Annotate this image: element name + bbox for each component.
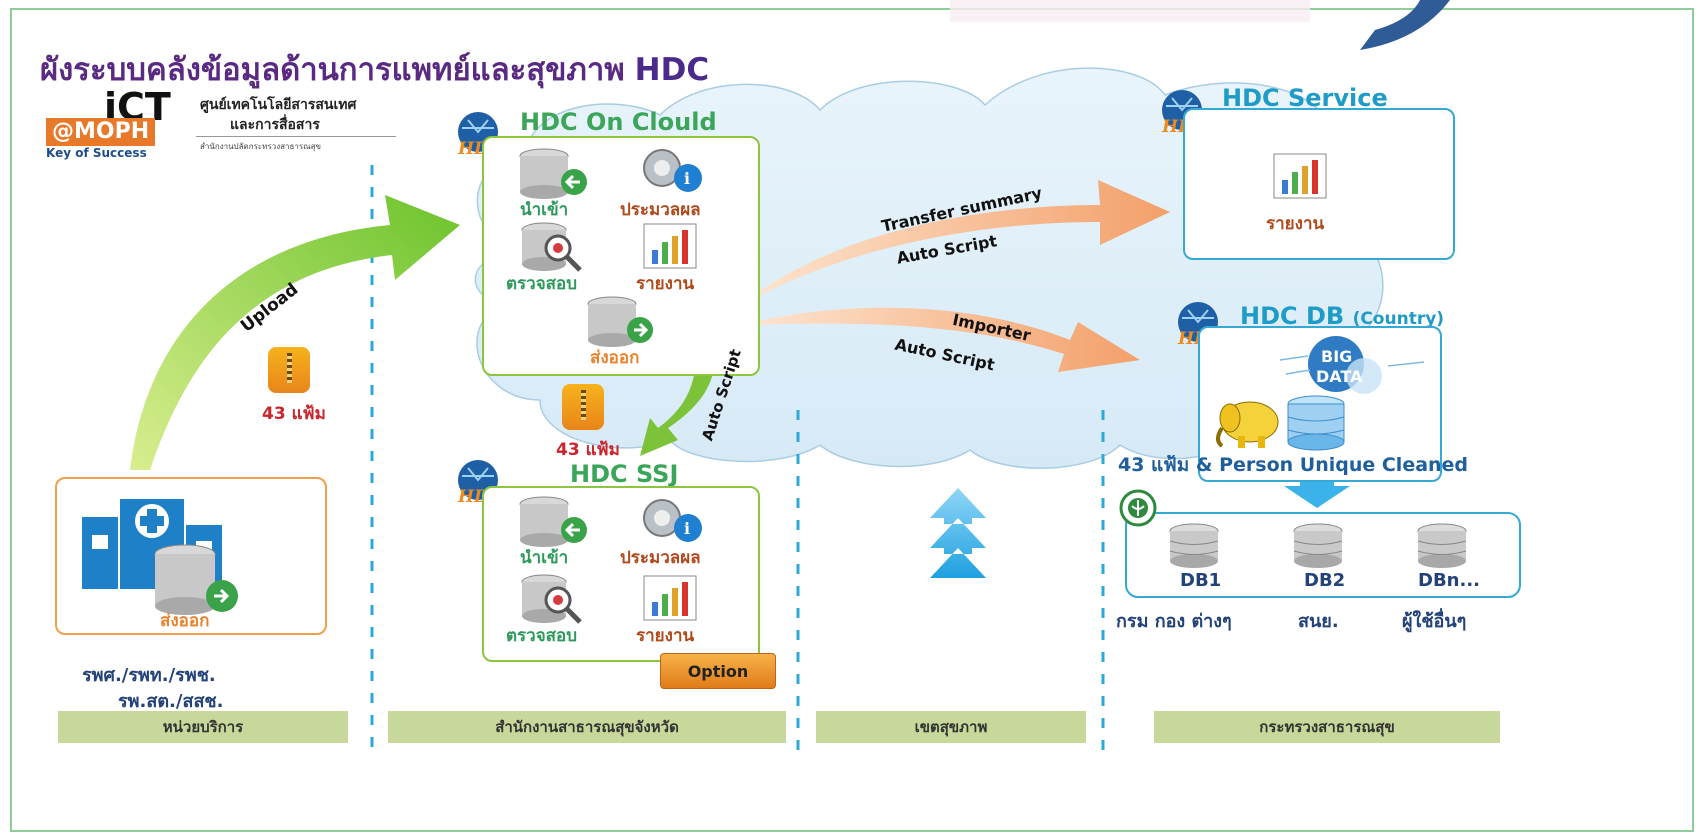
cloud-report-label: รายงาน <box>636 274 695 294</box>
top-decoration-strip <box>950 0 1310 22</box>
unit-caption-line1: รพศ./รพท./รพช. <box>82 665 216 686</box>
footer-health-region: เขตสุขภาพ <box>816 711 1086 743</box>
service-report-icon <box>1273 153 1327 199</box>
hdc-db-title-suffix: (Country) <box>1352 309 1445 329</box>
dbn-icon <box>1417 523 1467 568</box>
cloud-report-icon <box>643 223 697 269</box>
top-right-swoosh <box>1360 0 1450 50</box>
hdc-db-title-text: HDC DB <box>1240 302 1345 330</box>
footer-provincial-office: สำนักงานสาธารณสุขจังหวัด <box>388 711 786 743</box>
big-data-line2: DATA <box>1316 367 1363 386</box>
cloud-import-db-icon <box>519 148 587 199</box>
db1-user: กรม กอง ต่างๆ <box>1116 611 1232 632</box>
ssj-verify-icon <box>521 574 582 624</box>
unit-export-db-icon <box>154 544 238 615</box>
cloud-verify-icon <box>521 222 582 272</box>
svg-text:i: i <box>684 169 690 188</box>
dbn-label: DBn... <box>1418 570 1480 591</box>
ssj-option-button[interactable]: Option <box>660 653 776 689</box>
ssj-report-icon <box>643 575 697 621</box>
unit-caption-line2: รพ.สต./สสช. <box>118 691 224 712</box>
hadoop-elephant-icon <box>1216 401 1279 448</box>
cloud-export-db-icon <box>587 296 653 347</box>
cloud-verify-label: ตรวจสอบ <box>506 274 578 294</box>
diagram-title-text: ผังระบบคลังข้อมูลด้านการแพทย์และสุขภาพ <box>40 52 625 88</box>
db-cylinder-icon <box>1287 395 1345 451</box>
unit-export-label: ส่งออก <box>160 611 210 631</box>
ssj-verify-label: ตรวจสอบ <box>506 626 578 646</box>
hdc-cloud-title: HDC On Clould <box>520 108 717 136</box>
importer-arrow <box>742 307 1140 372</box>
ssj-process-label: ประมวลผล <box>620 548 701 568</box>
footer-service-unit: หน่วยบริการ <box>58 711 348 743</box>
ssj-report-label: รายงาน <box>636 626 695 646</box>
ministry-seal-icon <box>1119 489 1157 527</box>
cloud-import-label: นำเข้า <box>520 200 569 220</box>
org-divider <box>196 136 396 137</box>
ministry-box <box>1125 512 1521 598</box>
db1-label: DB1 <box>1180 570 1222 591</box>
big-data-icon: BIG DATA <box>1279 336 1425 394</box>
org-name-line2: และการสื่อสาร <box>230 117 320 133</box>
dbn-user: ผู้ใช้อื่นๆ <box>1402 611 1467 632</box>
cloud-zip-icon <box>562 384 604 430</box>
ict-moph-logo: iCT @MOPH Key of Success ศูนย์เทคโนโลยีส… <box>46 88 406 168</box>
ssj-import-db-icon <box>519 496 587 547</box>
diagram-title-brand: HDC <box>634 52 710 88</box>
logo-slogan: Key of Success <box>46 146 147 160</box>
service-report-label: รายงาน <box>1266 214 1325 234</box>
svg-text:i: i <box>684 519 690 538</box>
unit-file-label: 43 แฟ้ม <box>262 404 326 424</box>
org-name-line1: ศูนย์เทคโนโลยีสารสนเทศ <box>200 97 357 113</box>
ssj-import-label: นำเข้า <box>520 548 569 568</box>
org-name-line3: สำนักงานปลัดกระทรวงสาธารณสุข <box>200 142 321 151</box>
cloud-process-gear-icon: i <box>643 149 702 192</box>
hdc-ssj-title: HDC SSJ <box>570 460 679 488</box>
ssj-process-gear-icon: i <box>643 499 702 542</box>
db1-icon <box>1169 523 1219 568</box>
cloud-process-label: ประมวลผล <box>620 200 701 220</box>
hdc-service-title: HDC Service <box>1222 84 1388 112</box>
unit-zip-icon <box>268 347 310 393</box>
cloud-file-label: 43 แฟ้ม <box>556 440 620 460</box>
transfer-arrow <box>742 180 1170 305</box>
diagram-frame <box>10 8 1694 832</box>
big-data-line1: BIG <box>1321 347 1352 366</box>
upload-arrow <box>130 195 460 470</box>
footer-ministry: กระทรวงสาธารณสุข <box>1154 711 1500 743</box>
up-arrows <box>930 488 986 578</box>
hdc-db-title: HDC DB (Country) <box>1240 302 1444 330</box>
db2-icon <box>1293 523 1343 568</box>
cloud-export-label: ส่งออก <box>590 348 640 368</box>
db-caption: 43 แฟ้ม & Person Unique Cleaned <box>1118 454 1469 476</box>
moph-wordmark: @MOPH <box>46 118 156 146</box>
db2-user: สนย. <box>1298 611 1339 632</box>
db2-label: DB2 <box>1304 570 1346 591</box>
